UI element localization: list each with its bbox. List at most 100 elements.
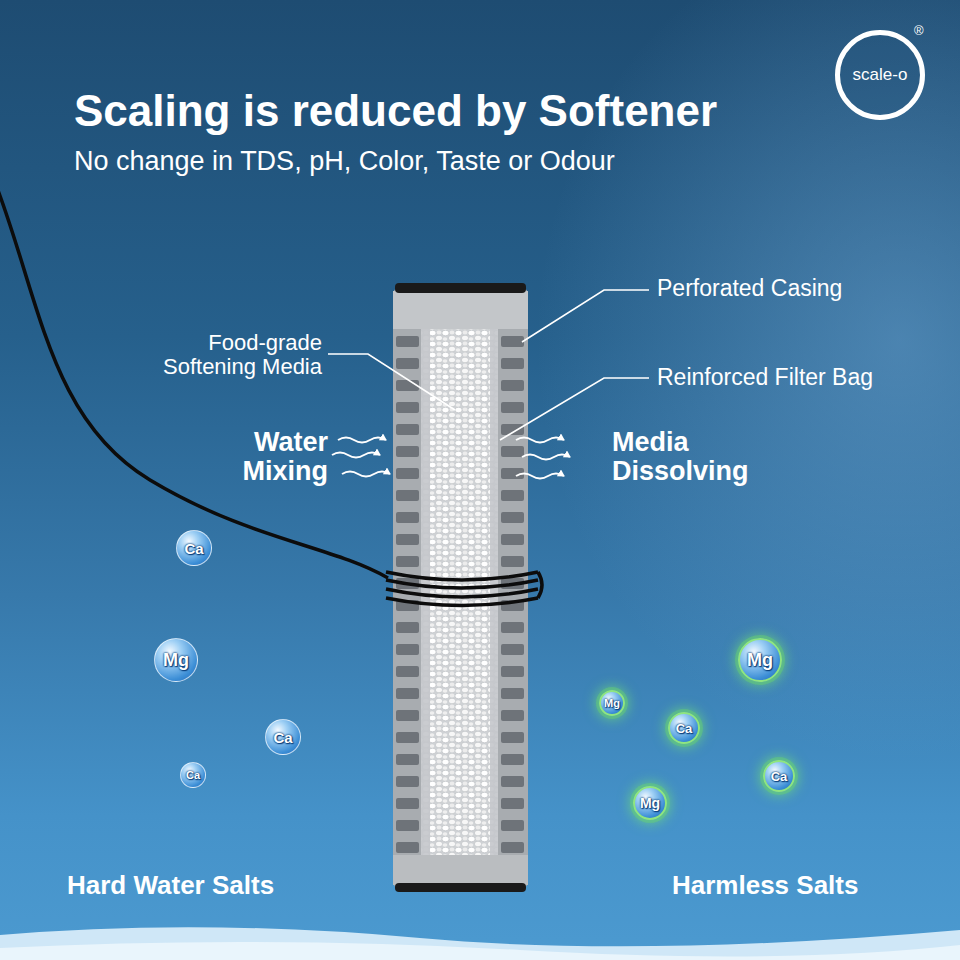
ion-bubble: Mg	[154, 638, 198, 682]
ion-symbol: Ca	[273, 729, 292, 746]
cord-loop	[386, 598, 538, 606]
casing-slot	[396, 732, 419, 743]
casing-slot	[396, 710, 419, 721]
casing-slot	[396, 424, 419, 435]
casing-slot	[501, 644, 524, 655]
flow-arrow	[332, 453, 380, 458]
ion-bubble: Ca	[265, 719, 301, 755]
part-name: Food-grade Softening Media	[122, 331, 322, 379]
ion-bubble: Ca	[180, 762, 206, 788]
leader-line	[328, 354, 455, 410]
casing-slot	[501, 754, 524, 765]
flow-arrow	[338, 438, 386, 443]
leader-lines	[328, 290, 649, 440]
trademark: ®	[914, 24, 924, 38]
casing-slot	[396, 534, 419, 545]
cord-coil	[386, 572, 542, 606]
casing-slot	[396, 666, 419, 677]
casing-slot	[501, 490, 524, 501]
leader-line	[522, 290, 649, 342]
casing-slot	[501, 446, 524, 457]
casing-slot	[396, 688, 419, 699]
bottom-wave	[0, 942, 960, 960]
ion-symbol: Ca	[771, 769, 788, 784]
casing-slot	[501, 380, 524, 391]
casing-slot	[396, 512, 419, 523]
flow-arrow	[522, 455, 570, 460]
casing-slot	[396, 842, 419, 853]
filter-bag-seam	[421, 329, 430, 855]
casing-slot	[501, 622, 524, 633]
cord-loop	[386, 580, 538, 588]
casing-slot	[501, 732, 524, 743]
subtitle: No change in TDS, pH, Color, Taste or Od…	[74, 146, 615, 177]
top-seal	[395, 283, 526, 293]
cord-loop	[386, 572, 538, 580]
filter-bag-seam	[490, 329, 498, 855]
label-text: Hard Water Salts	[67, 870, 274, 900]
label-text: No change in TDS, pH, Color, Taste or Od…	[74, 146, 615, 176]
bottom-wave	[0, 927, 960, 960]
casing-slot	[501, 666, 524, 677]
ion-bubble: Mg	[599, 690, 625, 716]
label-text: Scaling is reduced by Softener	[74, 86, 717, 135]
softening-media	[421, 329, 498, 855]
label-text: ®	[914, 23, 924, 38]
ion-symbol: Mg	[163, 650, 189, 671]
ion-symbol: Ca	[676, 721, 693, 736]
casing-slot	[396, 754, 419, 765]
flow-arrows	[332, 438, 570, 479]
part-name: Reinforced Filter Bag	[657, 365, 873, 390]
casing-slot	[396, 490, 419, 501]
top-cap	[393, 291, 528, 329]
ion-symbol: Mg	[747, 650, 773, 671]
cord-loop	[538, 572, 542, 598]
ion-bubble: Mg	[633, 786, 667, 820]
casing-slot	[501, 534, 524, 545]
casing-slot	[396, 446, 419, 457]
casing-slot	[501, 556, 524, 567]
label-text: Water Mixing	[243, 427, 329, 486]
ion-bubble: Ca	[763, 760, 795, 792]
casing-slot	[396, 820, 419, 831]
casing-slot	[396, 622, 419, 633]
casing-slot	[501, 688, 524, 699]
casing-slot	[396, 644, 419, 655]
group-label: Hard Water Salts	[67, 871, 274, 899]
casing-slot	[501, 710, 524, 721]
label-text: Reinforced Filter Bag	[657, 364, 873, 390]
label-text: Food-grade Softening Media	[163, 330, 322, 379]
casing-slot	[501, 512, 524, 523]
brand-name: scale-o	[853, 65, 908, 85]
casing-slot	[501, 842, 524, 853]
casing-slot	[396, 358, 419, 369]
flow-arrow	[516, 474, 564, 479]
bottom-seal	[395, 883, 526, 892]
flow-label: Water Mixing	[198, 428, 328, 486]
label-text: Media Dissolving	[612, 427, 749, 486]
ion-bubble: Ca	[176, 530, 212, 566]
casing-slot	[501, 776, 524, 787]
flow-arrow	[516, 438, 564, 443]
flow-arrow	[342, 472, 390, 477]
casing-slot	[396, 402, 419, 413]
logo-circle: scale-o	[835, 30, 925, 120]
bottom-cap	[393, 855, 528, 885]
flow-label: Media Dissolving	[612, 428, 762, 486]
ion-bubble: Ca	[668, 712, 700, 744]
cord-loop	[386, 589, 538, 597]
label-text: Harmless Salts	[672, 870, 858, 900]
title: Scaling is reduced by Softener	[74, 86, 717, 136]
ion-symbol: Ca	[184, 540, 203, 557]
casing-slot	[396, 468, 419, 479]
casing-slot	[396, 336, 419, 347]
casing-slot	[501, 798, 524, 809]
part-name: Perforated Casing	[657, 276, 842, 301]
ion-symbol: Ca	[186, 769, 200, 781]
ion-symbol: Mg	[640, 795, 660, 811]
ion-bubble: Mg	[738, 638, 782, 682]
power-cord	[0, 185, 388, 578]
casing-slot	[501, 336, 524, 347]
